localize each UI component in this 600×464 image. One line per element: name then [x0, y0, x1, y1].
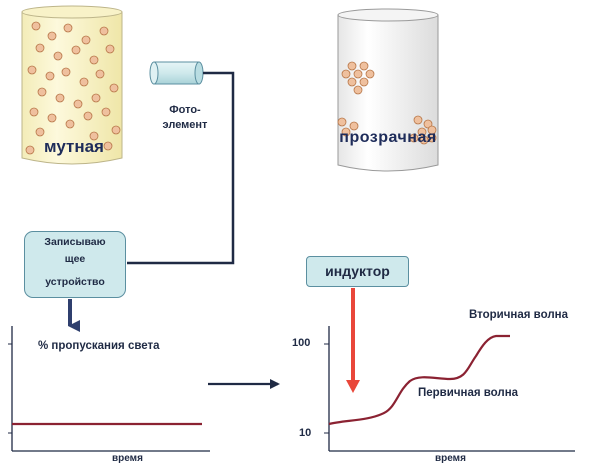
- particle: [37, 87, 47, 97]
- particle: [95, 69, 105, 79]
- particle: [83, 111, 93, 121]
- particle: [413, 115, 423, 125]
- particle: [53, 51, 63, 61]
- particle: [81, 35, 91, 45]
- particle: [89, 131, 99, 141]
- particle: [27, 65, 37, 75]
- particle: [347, 61, 357, 71]
- left-chart-axes: [8, 326, 210, 452]
- particle: [61, 67, 71, 77]
- particle: [45, 71, 55, 81]
- particle: [341, 69, 351, 79]
- response-curve: [328, 334, 510, 426]
- inductor-arrow-head: [346, 380, 360, 393]
- particle: [29, 107, 39, 117]
- tick-10: 10: [299, 427, 312, 439]
- cloudy-particles: [25, 21, 121, 155]
- particle: [91, 93, 101, 103]
- particle: [47, 31, 57, 41]
- particle: [71, 45, 81, 55]
- recorder-line3: устройство: [45, 276, 105, 288]
- primary-wave-label: Первичная волна: [418, 387, 519, 399]
- recorder-line2: щее: [64, 253, 86, 265]
- settled-particles: [337, 61, 437, 145]
- particle: [89, 55, 99, 65]
- particle: [25, 145, 35, 155]
- particle: [73, 99, 83, 109]
- particle: [101, 107, 111, 117]
- particle: [109, 83, 119, 93]
- particle: [359, 61, 369, 71]
- cloudy-label: мутная: [44, 137, 104, 156]
- particle: [79, 77, 89, 87]
- particle: [55, 93, 65, 103]
- photoelement-label: Фото-элемент: [162, 104, 208, 131]
- particle: [341, 127, 351, 137]
- particle: [423, 119, 433, 129]
- right-chart-axes: [324, 326, 575, 452]
- particle: [47, 113, 57, 123]
- particle: [65, 119, 75, 129]
- photoelement-cylinder: [149, 61, 204, 85]
- particle: [35, 127, 45, 137]
- cloudy-cylinder: [21, 5, 123, 165]
- connector-wire: [127, 71, 235, 265]
- particle: [349, 121, 359, 131]
- clear-cylinder: [337, 8, 439, 172]
- inductor-box: индуктор: [306, 256, 409, 287]
- particle: [419, 135, 429, 145]
- recorder-box: Записываю щее устройство: [24, 231, 126, 298]
- particle: [337, 117, 347, 127]
- particle: [409, 133, 419, 143]
- particle: [35, 43, 45, 53]
- tick-100: 100: [292, 337, 311, 349]
- particle: [427, 133, 437, 143]
- particle: [31, 21, 41, 31]
- particle: [347, 77, 357, 87]
- clear-label: прозрачная: [339, 129, 437, 146]
- particle: [353, 85, 363, 95]
- left-chart-ylabel: % пропускания света: [38, 340, 160, 352]
- particle: [353, 69, 363, 79]
- particle: [63, 23, 73, 33]
- particle: [99, 26, 109, 36]
- particle: [417, 127, 427, 137]
- particle: [111, 125, 121, 135]
- particle: [105, 44, 115, 54]
- particle: [365, 69, 375, 79]
- particle: [359, 77, 369, 87]
- particle: [103, 141, 113, 151]
- secondary-wave-label: Вторичная волна: [469, 309, 568, 321]
- recorder-line1: Записываю: [44, 236, 106, 248]
